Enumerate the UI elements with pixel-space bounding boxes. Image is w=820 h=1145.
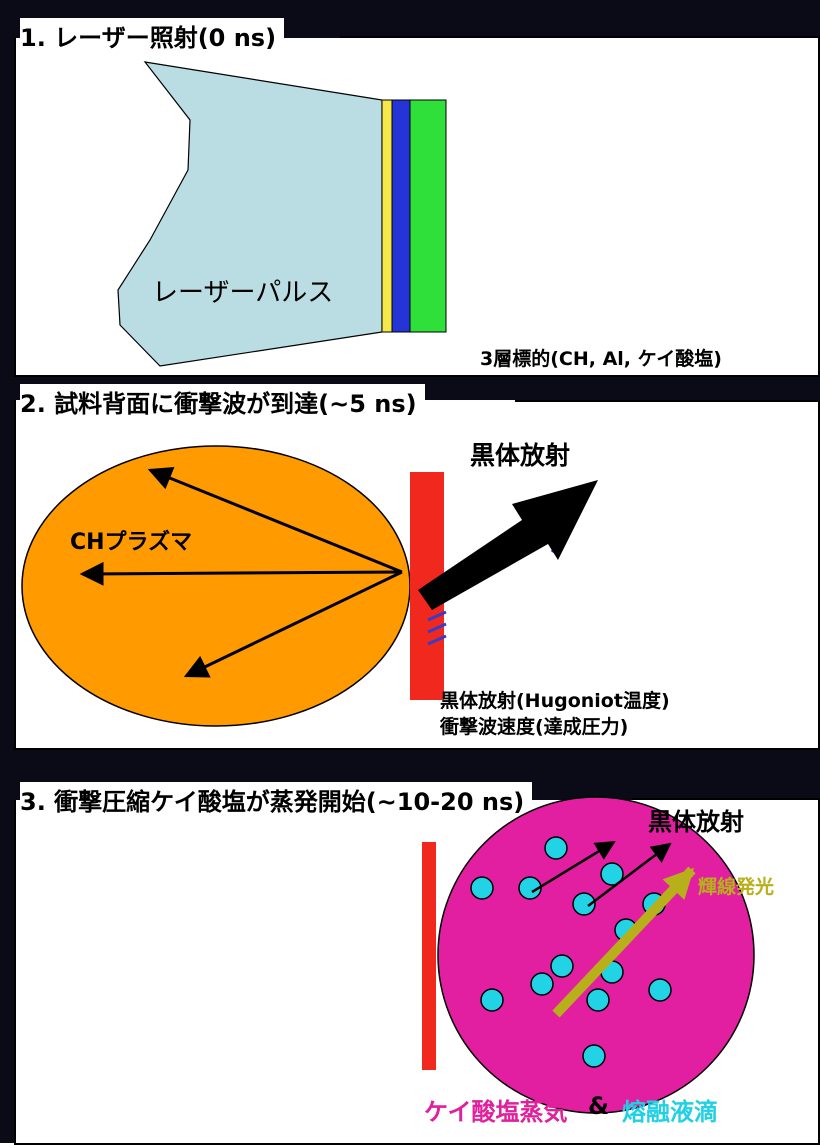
target-label: 3層標的(CH, Al, ケイ酸塩) bbox=[480, 348, 722, 370]
blackbody-label-3: 黒体放射 bbox=[648, 808, 744, 836]
ch-plasma bbox=[21, 445, 411, 727]
layer-silicate bbox=[409, 99, 447, 333]
target-plate-3 bbox=[422, 842, 436, 1070]
ampersand: & bbox=[588, 1092, 609, 1120]
blackbody-label-2: 黒体放射 bbox=[470, 441, 571, 470]
layer-ch bbox=[381, 99, 393, 333]
emission-label: 輝線発光 bbox=[698, 876, 775, 898]
measurement-line-1: 黒体放射(Hugoniot温度) bbox=[440, 690, 670, 712]
layer-al bbox=[391, 99, 411, 333]
measurement-line-2: 衝撃波速度(達成圧力) bbox=[440, 716, 629, 738]
panel2-title: 2. 試料背面に衝撃波が到達(~5 ns) bbox=[20, 384, 425, 419]
droplet-label: 熔融液滴 bbox=[622, 1098, 718, 1126]
panel3-top-line bbox=[632, 798, 820, 800]
plasma-arrow-2 bbox=[79, 561, 403, 586]
plasma-arrow-3 bbox=[183, 570, 403, 678]
panel3-title: 3. 衝撃圧縮ケイ酸塩が蒸発開始(~10-20 ns) bbox=[20, 782, 533, 817]
blackbody-arrow-3a bbox=[531, 840, 616, 894]
plasma-label: CHプラズマ bbox=[70, 530, 193, 555]
laser-pulse-label: レーザーパルス bbox=[152, 278, 334, 308]
plasma-arrow-1 bbox=[147, 466, 403, 574]
vapor-label: ケイ酸塩蒸気 bbox=[424, 1098, 568, 1126]
molten-droplets bbox=[470, 836, 672, 1068]
blackbody-arrow-3b bbox=[587, 842, 672, 907]
panel2-top-line bbox=[515, 400, 820, 402]
blackbody-arrow-2 bbox=[418, 480, 598, 610]
panel1-title: 1. レーザー照射(0 ns) bbox=[20, 18, 285, 53]
emission-arrow bbox=[552, 866, 696, 1018]
panel1-top-line bbox=[340, 36, 820, 38]
laser-pulse-shape bbox=[117, 61, 383, 367]
